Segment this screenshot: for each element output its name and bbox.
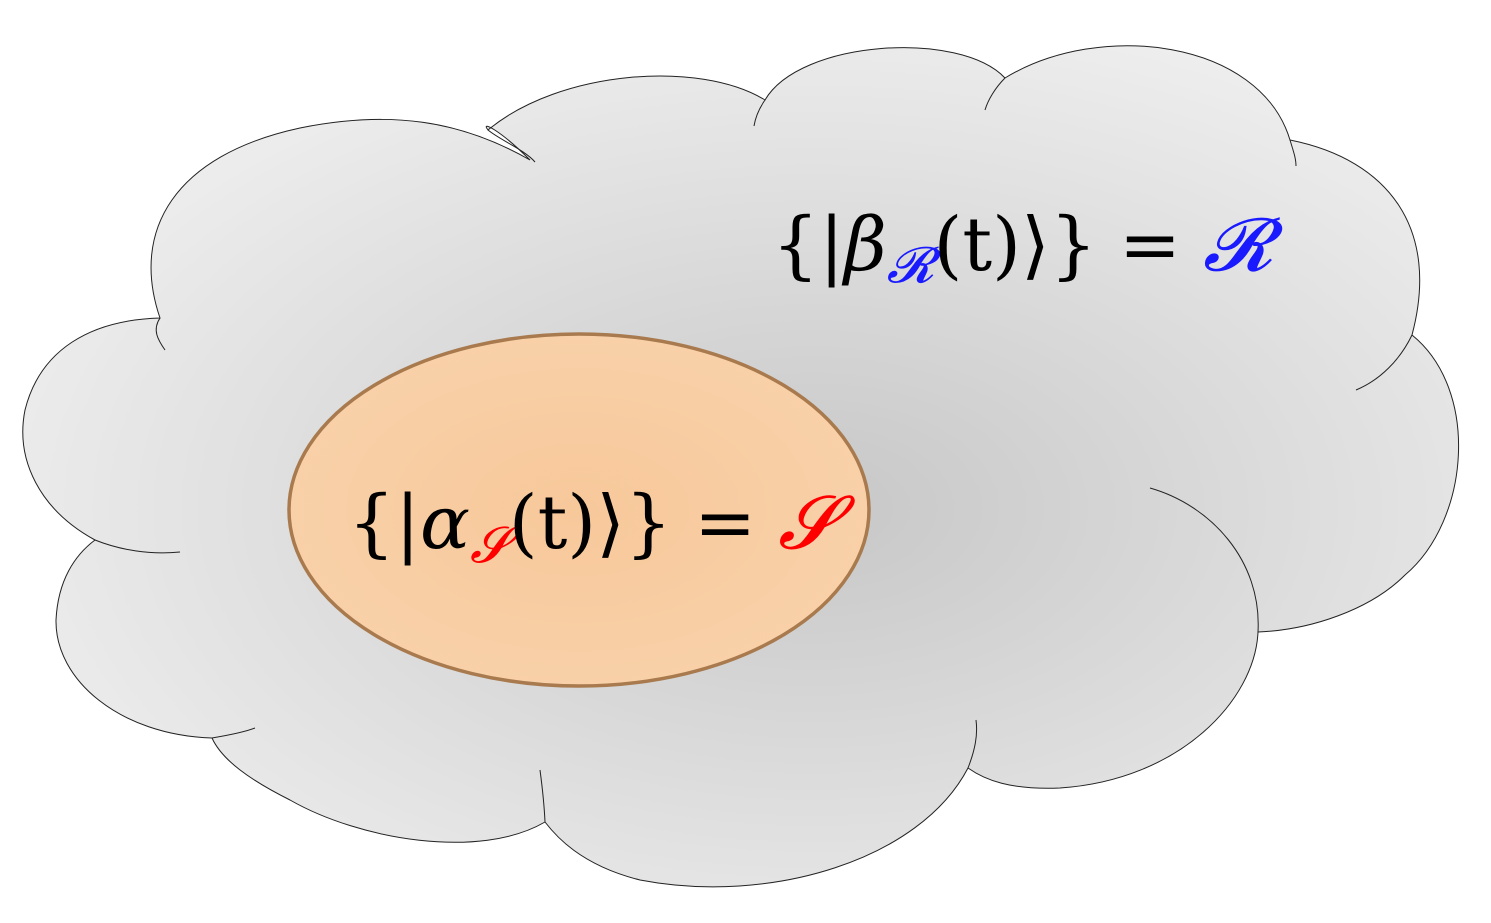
reservoir-label-greek: β xyxy=(841,202,887,288)
system-label-equals: = xyxy=(694,480,756,566)
system-label-greek: α xyxy=(420,480,470,566)
reservoir-label-equals: = xyxy=(1119,202,1181,288)
reservoir-label-open: {| xyxy=(772,202,844,288)
reservoir-label-set: 𝓡 xyxy=(1203,202,1284,288)
system-label-open: {| xyxy=(348,480,420,566)
system-ellipse xyxy=(287,332,871,688)
reservoir-label: {|β𝓡(t)⟩}=𝓡 xyxy=(772,202,1284,294)
system-label-arg: (t)⟩} xyxy=(509,480,672,566)
reservoir-label-subscript: 𝓡 xyxy=(887,236,942,294)
cloud-bump-lines xyxy=(94,77,1413,823)
system-label: {|α𝓢(t)⟩}=𝓢 xyxy=(348,480,856,574)
reservoir-label-arg: (t)⟩} xyxy=(934,202,1097,288)
